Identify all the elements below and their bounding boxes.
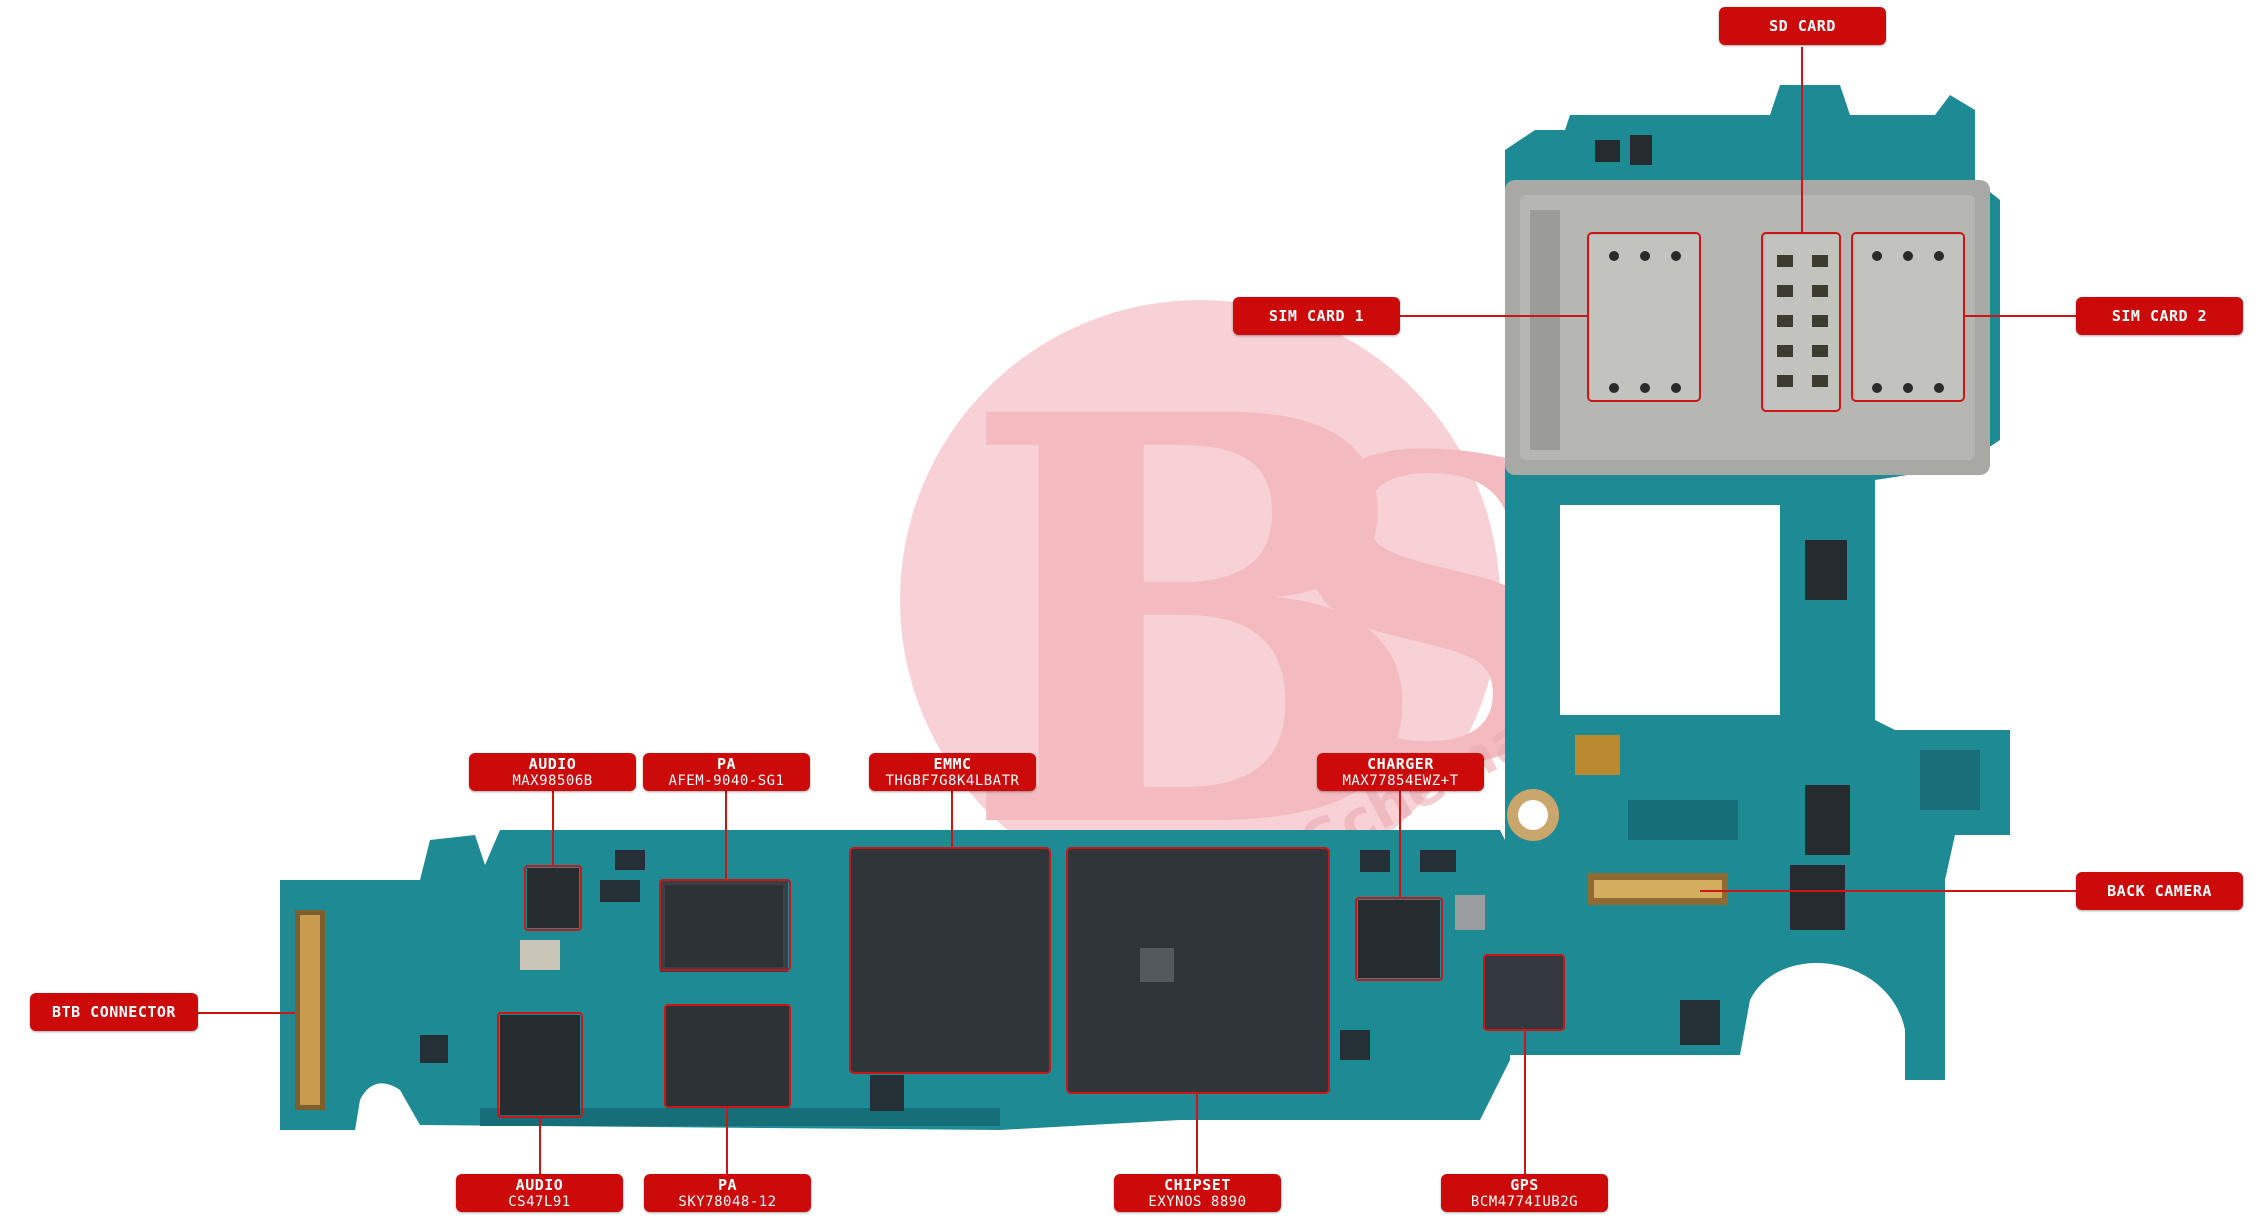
- back-camera-title: BACK CAMERA: [2107, 882, 2212, 900]
- sim-sd-tray: [1505, 180, 1990, 475]
- pa-chip-bottom: [665, 1005, 790, 1107]
- audio-bottom-title: AUDIO: [515, 1175, 564, 1194]
- btb-connector-label: BTB CONNECTOR: [30, 993, 198, 1031]
- charger-part: MAX77854EWZ+T: [1342, 772, 1459, 789]
- gps-part: BCM4774IUB2G: [1470, 1193, 1579, 1210]
- emmc-chip: [850, 848, 1050, 1073]
- charger-label: CHARGER MAX77854EWZ+T: [1317, 753, 1484, 791]
- sim-card-1-title: SIM CARD 1: [1268, 307, 1365, 325]
- passive-components: [420, 850, 1720, 1111]
- audio-chip-bottom: [500, 1015, 580, 1115]
- gps-label: GPS BCM4774IUB2G: [1441, 1174, 1608, 1212]
- audio-top-label: AUDIO MAX98506B: [469, 753, 636, 791]
- emmc-title: EMMC: [933, 754, 972, 773]
- leader-lines: [198, 47, 2076, 1174]
- pa-top-label: PA AFEM-9040-SG1: [643, 753, 810, 791]
- pa-top-part: AFEM-9040-SG1: [668, 772, 785, 789]
- btb-connector-strip: [295, 910, 325, 1110]
- audio-bottom-part: CS47L91: [508, 1193, 571, 1210]
- btb-connector-title: BTB CONNECTOR: [52, 1003, 176, 1021]
- sim-card-1-label: SIM CARD 1: [1233, 297, 1400, 335]
- gps-title: GPS: [1510, 1175, 1539, 1194]
- charger-chip: [1358, 900, 1440, 978]
- audio-bottom-label: AUDIO CS47L91: [456, 1174, 623, 1212]
- pa-bottom-title: PA: [717, 1175, 738, 1194]
- pa-top-title: PA: [716, 754, 737, 773]
- gps-chip: [1484, 955, 1564, 1030]
- audio-top-part: MAX98506B: [512, 772, 593, 789]
- pa-chip-top: [660, 880, 788, 972]
- charger-title: CHARGER: [1367, 754, 1434, 773]
- pa-bottom-label: PA SKY78048-12: [644, 1174, 811, 1212]
- sim-card-2-title: SIM CARD 2: [2111, 307, 2208, 325]
- upper-connector: [1588, 800, 1738, 905]
- emmc-label: EMMC THGBF7G8K4LBATR: [869, 753, 1036, 791]
- pa-bottom-part: SKY78048-12: [678, 1193, 777, 1210]
- back-camera-label: BACK CAMERA: [2076, 872, 2243, 910]
- audio-chip-top: [527, 868, 579, 928]
- emmc-part: THGBF7G8K4LBATR: [885, 772, 1020, 789]
- audio-top-title: AUDIO: [528, 754, 577, 773]
- sim-card-2-label: SIM CARD 2: [2076, 297, 2243, 335]
- sd-card-label: SD CARD: [1719, 7, 1886, 45]
- chipset-chip: [1067, 848, 1329, 1093]
- chipset-title: CHIPSET: [1164, 1175, 1231, 1194]
- sd-card-title: SD CARD: [1769, 17, 1836, 35]
- chipset-label: CHIPSET EXYNOS 8890: [1114, 1174, 1281, 1212]
- chipset-part: EXYNOS 8890: [1148, 1193, 1247, 1210]
